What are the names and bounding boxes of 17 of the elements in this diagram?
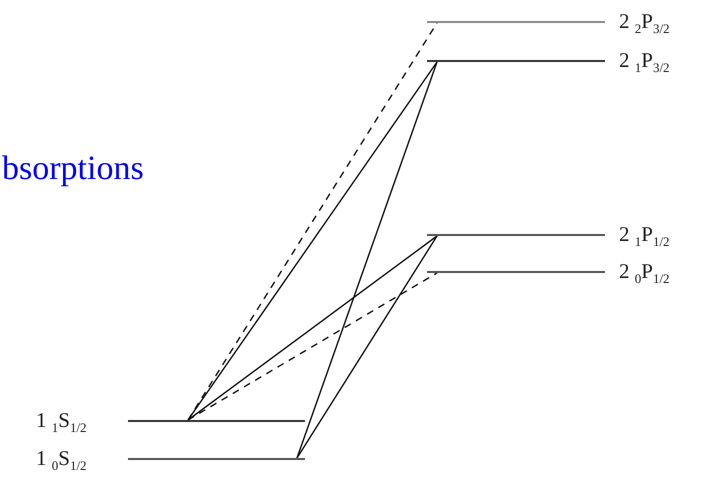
energy-level-line xyxy=(128,420,305,422)
dashed-transition-line xyxy=(188,272,438,421)
level-label: 1 $_{1}$S$_{1/2}$ xyxy=(36,408,87,438)
level-label: 1 $_{0}$S$_{1/2}$ xyxy=(36,446,87,476)
transition-line xyxy=(296,62,438,458)
energy-level-line xyxy=(427,234,605,236)
energy-level-line xyxy=(128,458,305,460)
transition-line xyxy=(296,236,438,458)
energy-level-line xyxy=(427,60,605,62)
level-label: 2 $_{1}$P$_{3/2}$ xyxy=(619,48,670,78)
level-label: 2 $_{0}$P$_{1/2}$ xyxy=(619,259,670,288)
energy-level-line xyxy=(427,21,605,23)
heading-text: bsorptions xyxy=(2,150,144,188)
energy-level-line xyxy=(427,271,605,273)
level-label: 2 $_{1}$P$_{1/2}$ xyxy=(619,222,670,252)
level-label: 2 $_{2}$P$_{3/2}$ xyxy=(619,9,670,38)
transition-line xyxy=(188,235,438,421)
